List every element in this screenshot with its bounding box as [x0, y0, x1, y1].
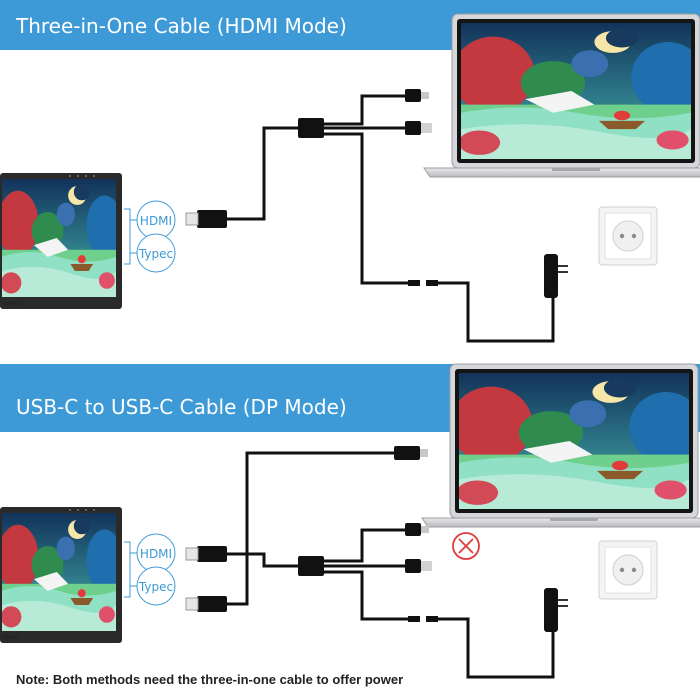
usb-a-plug — [405, 121, 421, 135]
usb-a-plug-tip — [421, 123, 432, 133]
tablet-brand-label: Parblo — [3, 301, 19, 307]
three-in-one-cable — [226, 528, 555, 679]
red-x-circle-icon — [452, 532, 480, 560]
hdmi-plug — [197, 546, 227, 562]
wall-outlet — [598, 540, 658, 600]
dc-jack — [426, 280, 438, 286]
usb-a-plug-tip — [421, 561, 432, 571]
pen-display-tablet — [0, 173, 123, 309]
wall-outlet — [598, 206, 658, 266]
usb-c-plug-tablet-tip — [185, 597, 199, 611]
laptop — [424, 14, 700, 177]
footnote: Note: Both methods need the three-in-one… — [16, 672, 404, 687]
three-in-one-cable — [226, 94, 555, 343]
hdmi-plug-tip — [185, 547, 199, 561]
port-label-group — [123, 533, 176, 606]
usb-c-plug-tip — [421, 92, 429, 99]
port-label-typec: Typec — [138, 580, 173, 594]
section-dp-mode: Parblo HDMI Typec — [0, 364, 700, 679]
pen-display-tablet — [0, 507, 123, 643]
section-title: USB-C to USB-C Cable (DP Mode) — [16, 395, 347, 419]
usb-c-to-usb-c-cable — [226, 451, 395, 606]
usb-c-plug-tablet — [197, 596, 227, 612]
cable-splitter — [298, 556, 324, 576]
port-label-hdmi: HDMI — [140, 214, 172, 228]
usb-c-plug-laptop-tip — [420, 449, 428, 457]
section-title: Three-in-One Cable (HDMI Mode) — [16, 14, 347, 38]
usb-c-plug — [405, 89, 421, 102]
port-label-typec: Typec — [138, 247, 173, 261]
port-label-hdmi: HDMI — [140, 547, 172, 561]
power-adapter — [543, 587, 569, 633]
port-label-group — [123, 200, 176, 273]
hdmi-plug-tip — [185, 212, 199, 226]
hdmi-plug — [197, 210, 227, 228]
usb-c-plug-tip — [421, 526, 429, 533]
cable-splitter — [298, 118, 324, 138]
dc-plug — [408, 280, 420, 286]
laptop — [422, 364, 700, 527]
usb-c-plug-laptop — [394, 446, 420, 460]
section-hdmi-mode: Parblo HDMI Typec — [0, 14, 700, 343]
usb-c-plug — [405, 523, 421, 536]
dc-plug — [408, 616, 420, 622]
dc-jack — [426, 616, 438, 622]
tablet-brand-label: Parblo — [3, 635, 19, 641]
power-adapter — [543, 253, 569, 299]
usb-a-plug — [405, 559, 421, 573]
